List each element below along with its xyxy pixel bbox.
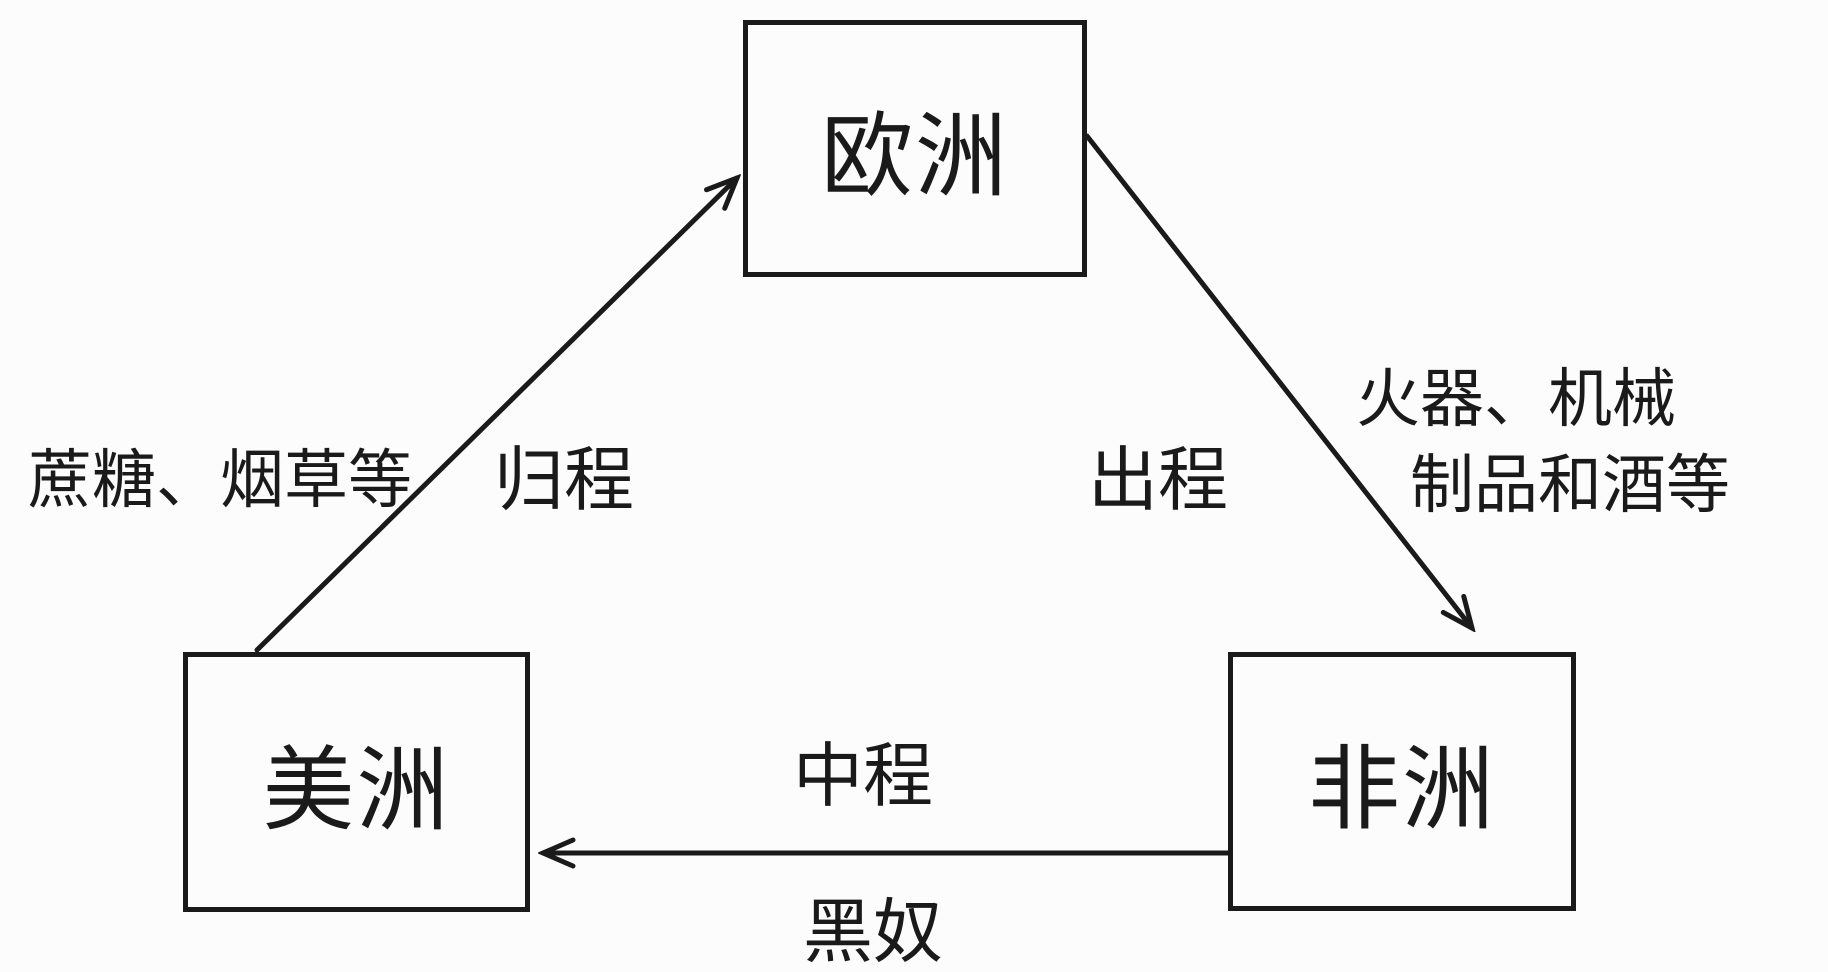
return-route-label: 归程 [494, 441, 634, 519]
outbound-route-label: 出程 [1088, 441, 1228, 519]
return-goods-label: 蔗糖、烟草等 [28, 444, 412, 516]
node-europe: 欧洲 [743, 20, 1087, 277]
node-america-label: 美洲 [262, 739, 451, 842]
node-america: 美洲 [183, 652, 530, 912]
node-africa-label: 非洲 [1307, 739, 1496, 841]
node-africa: 非洲 [1228, 652, 1576, 911]
node-europe-label: 欧洲 [820, 106, 1009, 208]
outbound-goods-label-line2: 制品和酒等 [1410, 449, 1730, 521]
outbound-arrow [1084, 133, 1472, 628]
outbound-goods-label-line1: 火器、机械 [1356, 363, 1676, 435]
return-arrow [254, 178, 737, 653]
middle-route-label: 中程 [793, 737, 933, 815]
middle-goods-label: 黑奴 [803, 893, 943, 971]
